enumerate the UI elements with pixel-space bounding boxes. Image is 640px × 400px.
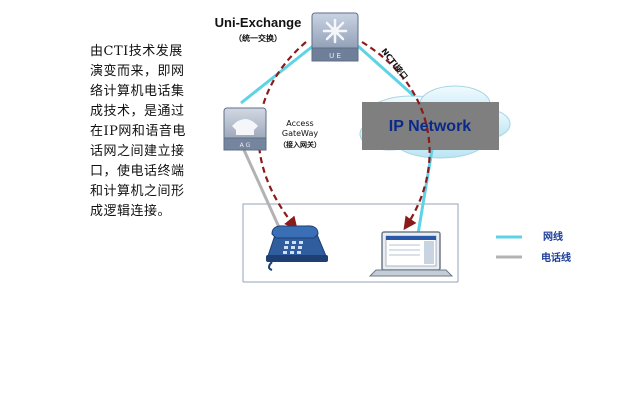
uni-exchange-device-icon: U E xyxy=(311,12,359,62)
description-line: 成技术，是通过 xyxy=(90,104,185,119)
exchange-tag: U E xyxy=(329,52,341,60)
legend-label-network: 网线 xyxy=(543,230,563,243)
legend: 网线 电话线 xyxy=(496,230,571,264)
description-line: 在IP网和语音电 xyxy=(90,124,186,139)
network-line-exchange-cloud xyxy=(357,44,415,98)
description-line: 由CTI技术发展 xyxy=(90,44,183,59)
access-gateway-device-icon: A G xyxy=(223,107,267,151)
ip-network-box xyxy=(362,102,499,150)
description-text: 由CTI技术发展 演变而来，即网 络计算机电话集 成技术，是通过 在IP网和语音… xyxy=(90,42,200,222)
gateway-tag: A G xyxy=(240,142,251,149)
telephone-icon xyxy=(266,225,328,271)
exchange-title: Uni-Exchange xyxy=(215,15,302,30)
description-line: 话网之间建立接 xyxy=(90,144,185,159)
network-line-cloud-computer xyxy=(416,149,434,235)
description-line: 络计算机电话集 xyxy=(90,84,185,99)
phone-line-gateway-phone xyxy=(242,149,285,237)
signal-arrow-to-computer xyxy=(361,41,431,231)
ncti-interface-label: NCTI接口 xyxy=(379,46,410,81)
description-line: 演变而来，即网 xyxy=(90,64,185,79)
computer-icon xyxy=(368,231,454,277)
terminal-area-frame xyxy=(242,203,459,282)
ip-network-label: IP Network xyxy=(389,118,472,135)
description-line: 口，使电话终端 xyxy=(90,164,185,179)
gateway-label-line3: （接入网关） xyxy=(279,140,321,149)
description-line: 和计算机之间形 xyxy=(90,184,185,199)
gateway-label-line2: GateWay xyxy=(282,129,318,138)
description-line: 成逻辑连接。 xyxy=(90,204,172,219)
legend-label-phone: 电话线 xyxy=(541,251,571,264)
exchange-subtitle: （统一交换） xyxy=(234,33,282,43)
gateway-label-line1: Access xyxy=(286,119,313,128)
